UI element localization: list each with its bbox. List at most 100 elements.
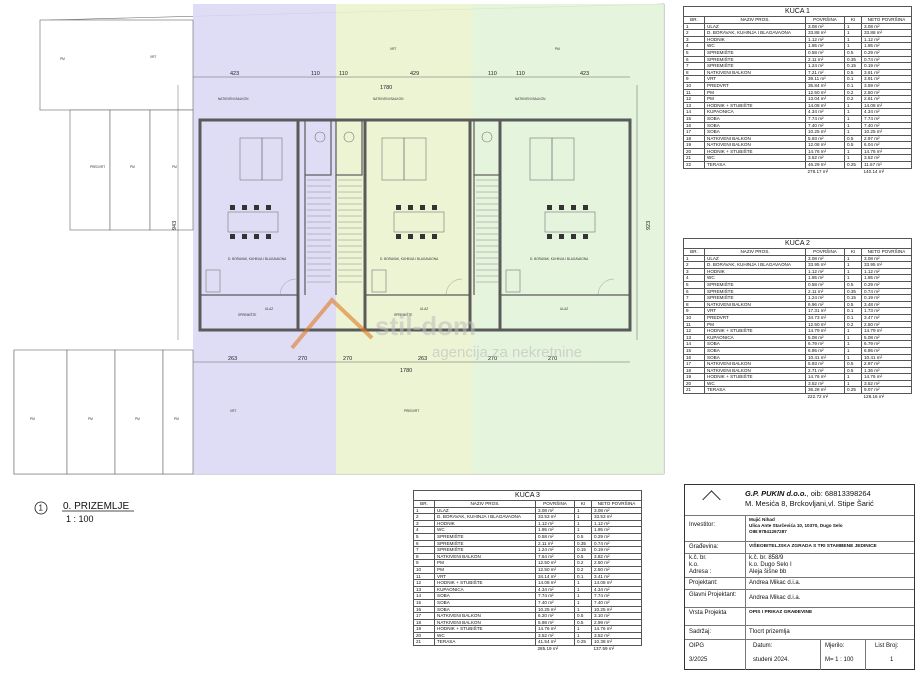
table-cell: 15 (683, 346, 705, 355)
table-cell: 0.1 (844, 307, 862, 315)
table-cell: 0.5 (844, 300, 862, 309)
table-cell: 3.82 m² (591, 552, 642, 561)
table-cell: 0.5 (574, 618, 592, 627)
table-cell: 7 (683, 62, 705, 70)
table-cell: 7.40 m² (591, 598, 642, 607)
table-cell: 15 (683, 114, 705, 123)
datum-label: Datum: (753, 643, 773, 649)
table-cell: 0.5 (844, 366, 862, 375)
table-cell: ULAZ (704, 254, 806, 263)
table-cell: 1 (844, 346, 862, 355)
dimension-text: 270 (488, 356, 497, 362)
col-neto: NETO POVRŠINA (861, 248, 912, 256)
table-cell: 3.61 m² (861, 68, 912, 77)
chairs (230, 205, 588, 239)
table-cell: 1 (574, 526, 592, 534)
table-cell: 21 (683, 386, 705, 395)
watermark-main: stil-dom (375, 311, 476, 341)
col-ki: KI (844, 16, 862, 24)
table-cell: 1 (844, 128, 862, 136)
table-cell: 0.15 (844, 62, 862, 70)
table-cell: 1 (844, 154, 862, 163)
table-cell: 19 (683, 373, 705, 381)
table-cell: 2 (683, 29, 705, 37)
col-povrsina: POVRŠINA (535, 500, 575, 508)
table-cell: 12.50 m² (805, 88, 845, 97)
table-cell: 1.24 m² (535, 546, 575, 554)
title-block: G.P. PUKIN d.o.o., oib: 68813398264 M. M… (684, 484, 915, 670)
table-cell: 17 (683, 360, 705, 368)
table-cell: 12 (413, 579, 435, 587)
kuca1-title: KUĆA 1 (683, 6, 912, 17)
table-cell: 0.19 m² (861, 62, 912, 70)
table-cell: 2.11 m² (805, 287, 845, 296)
table-cell: WC (434, 526, 536, 534)
room-label: PM (60, 57, 65, 61)
table-cell: 0.5 (844, 68, 862, 77)
table-cell: 3.48 m² (861, 300, 912, 309)
room-label: PM (30, 417, 35, 421)
table-cell: 14.08 m² (861, 101, 912, 110)
watermark (290, 297, 374, 350)
table-cell: 7.74 m² (861, 114, 912, 123)
dimension-left: 943 (172, 221, 178, 230)
table-cell: 14.76 m² (861, 373, 912, 381)
table-cell: 34.14 m² (535, 572, 575, 581)
investor-name: Mujić Nihad (749, 517, 775, 522)
table-cell: 41.54 m² (535, 638, 575, 647)
table-cell: 2.11 m² (805, 55, 845, 64)
table-cell: 6.20 m² (535, 612, 575, 620)
table-cell: 0.2 (844, 88, 862, 97)
kuca2-header-row: BR. NAZIV PROS. POVRŠINA KI NETO POVRŠIN… (683, 248, 912, 256)
table-cell: 0.15 (844, 294, 862, 302)
table-cell: PREDVRT (704, 81, 806, 90)
table-cell: 4.34 m² (591, 585, 642, 594)
table-cell: 0.2 (844, 320, 862, 329)
table-cell: 19 (413, 625, 435, 633)
table-cell: 1 (844, 333, 862, 342)
table-cell: 4 (683, 42, 705, 50)
table-cell: 5 (413, 532, 435, 541)
table-cell: SPREMIŠTE (704, 287, 806, 296)
table-cell: 1 (844, 22, 862, 31)
table-cell: 3.52 m² (861, 379, 912, 388)
table-cell: 7.21 m² (805, 68, 845, 77)
table-cell: 12.08 m² (805, 141, 845, 149)
ko-value: k.o. Dugo Selo I (749, 562, 792, 568)
table-cell: 1 (844, 340, 862, 348)
company-address: M. Mesića 8, Brckovljani,vl. Stipe Šarić (745, 499, 874, 508)
room-label: VRT (230, 409, 236, 413)
table-cell: 1 (844, 121, 862, 130)
table-cell: 15 (413, 598, 435, 607)
table-cell: 14.76 m² (805, 147, 845, 156)
room-label: ULAZ (560, 307, 568, 311)
table-cell: PM (704, 88, 806, 97)
list-label: List Broj: (875, 643, 899, 649)
table-cell: 1.95 m² (805, 42, 845, 50)
table-cell: 3.08 m² (591, 506, 642, 515)
table-cell: SPREMIŠTE (434, 532, 536, 541)
table-cell: 7.74 m² (535, 592, 575, 600)
table-cell: 3.52 m² (591, 631, 642, 640)
table-cell: 4.34 m² (535, 585, 575, 594)
table-cell: NATKIVENI BALKON (704, 360, 806, 368)
table-cell: 1.24 m² (805, 294, 845, 302)
table-cell: 3.52 m² (805, 154, 845, 163)
table-cell: 0.35 (574, 539, 592, 548)
company-name: G.P. PUKIN d.o.o. (745, 489, 807, 498)
room-label: NATKIVENI BALKON (218, 97, 249, 101)
